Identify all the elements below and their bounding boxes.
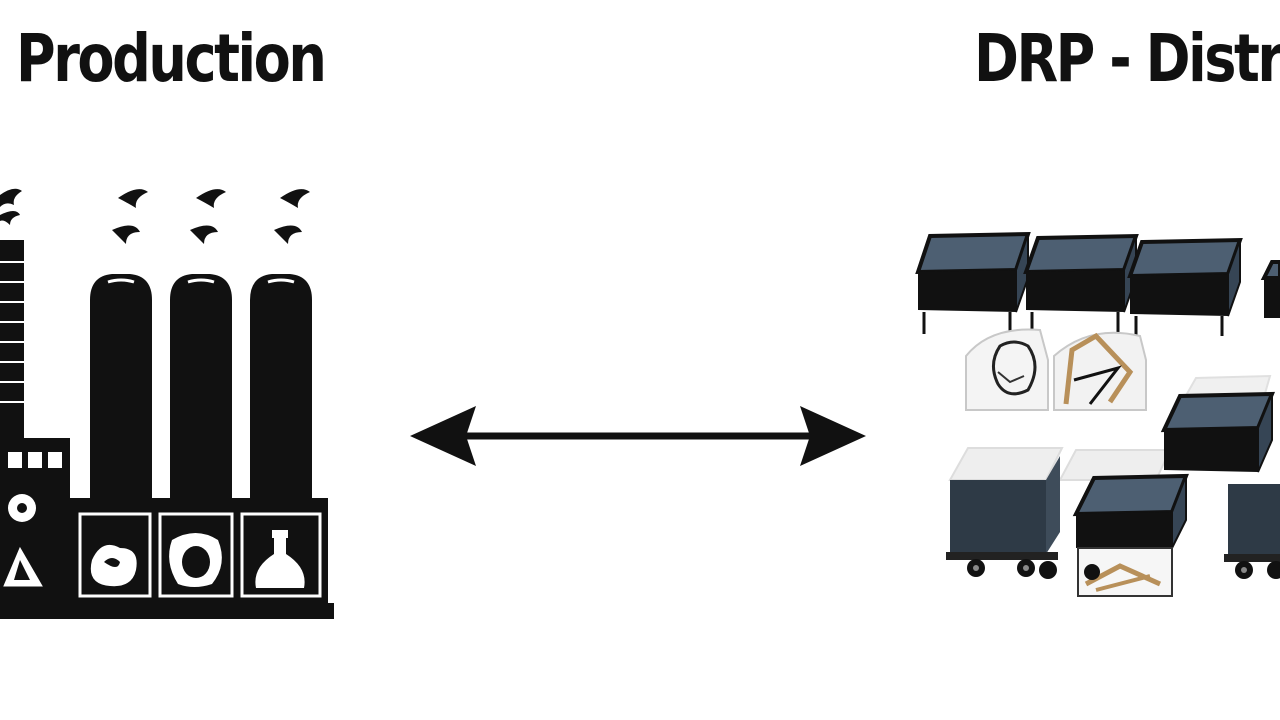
- bidirectional-arrow-icon: [410, 406, 866, 466]
- product-icons: [3, 494, 305, 588]
- goods-crate: [1053, 331, 1147, 411]
- truck: [1127, 237, 1243, 336]
- smoke-icon: [0, 188, 310, 244]
- truck: [915, 231, 1031, 334]
- drp-distribution-title: DRP - Distri: [974, 20, 1280, 97]
- truck-wheels: [1084, 564, 1100, 580]
- truck: [1160, 391, 1276, 473]
- truck: [1023, 233, 1139, 334]
- goods-crate: [965, 328, 1049, 411]
- truck: [1224, 484, 1280, 579]
- truck: [946, 456, 1060, 577]
- truck: [1260, 260, 1280, 318]
- factory-icon: [0, 188, 334, 619]
- truck: [1039, 473, 1189, 597]
- brick-chimney: [0, 240, 24, 440]
- distribution-trucks-icon: [915, 231, 1280, 597]
- production-title: Production: [16, 20, 327, 97]
- smokestacks: [90, 274, 312, 500]
